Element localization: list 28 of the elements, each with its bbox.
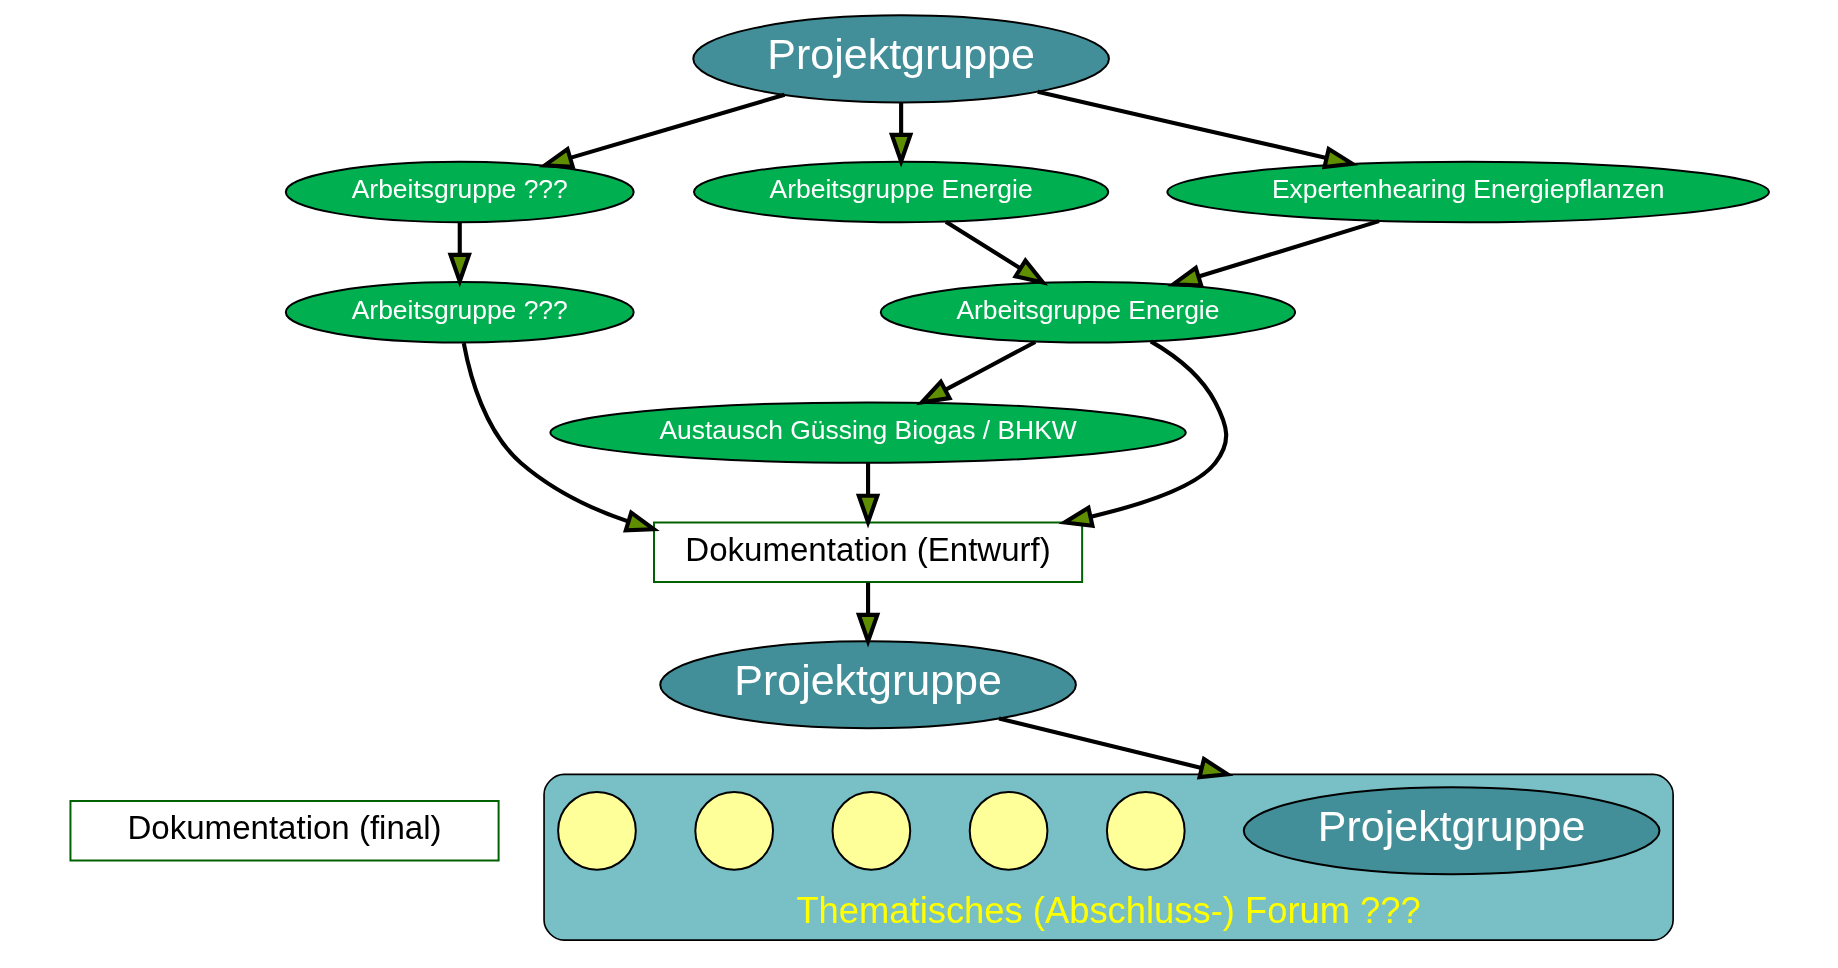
arrow (944, 219, 1048, 286)
arrow (447, 222, 472, 287)
node-circle (831, 790, 911, 871)
arrow (855, 582, 880, 648)
node-circle (556, 790, 637, 871)
arrow (461, 342, 660, 533)
node-circle (693, 790, 774, 871)
node-circle (1105, 790, 1186, 871)
arrow (915, 339, 1036, 405)
node-box: Dokumentation (Entwurf) (652, 521, 1083, 583)
node-box: Dokumentation (final) (68, 799, 500, 862)
node-ellipse: Arbeitsgruppe ??? (284, 160, 635, 223)
node-circle (968, 790, 1048, 871)
arrow (1166, 218, 1380, 288)
arrow (538, 92, 785, 169)
arrow (855, 462, 880, 528)
arrow (1036, 89, 1358, 169)
node-ellipse: Arbeitsgruppe Energie (879, 280, 1296, 343)
node-ellipse: Arbeitsgruppe Energie (692, 160, 1109, 223)
node-ellipse: Arbeitsgruppe ??? (284, 280, 635, 343)
node-ellipse: Projektgruppe (691, 13, 1110, 103)
node-ellipse: Projektgruppe (1242, 785, 1660, 875)
node-ellipse: Projektgruppe (658, 639, 1077, 729)
node-ellipse: Austausch Güssing Biogas / BHKW (548, 400, 1187, 464)
arrow (888, 101, 913, 168)
node-ellipse: Expertenhearing Energiepflanzen (1165, 160, 1770, 223)
arrow (998, 715, 1234, 779)
arrow (1058, 339, 1228, 528)
